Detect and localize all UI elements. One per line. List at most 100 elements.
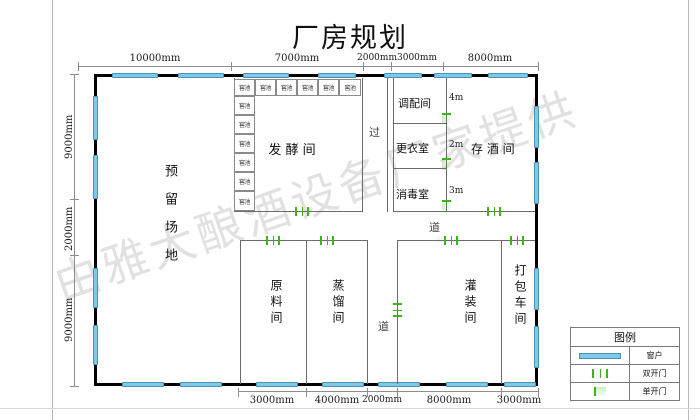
room-label-distillery: 蒸馏间 bbox=[331, 279, 345, 327]
outer-wall-right bbox=[535, 74, 538, 386]
partition-bottomblock-top-2 bbox=[397, 240, 535, 241]
partition-raw-distill bbox=[306, 240, 307, 384]
pit-left-5: 窖池 bbox=[234, 172, 255, 191]
dim-tick-top-0 bbox=[78, 62, 79, 71]
dim-line-bottom bbox=[238, 391, 538, 392]
single-door-symbol-icon bbox=[571, 383, 630, 400]
outer-wall-bottom bbox=[94, 383, 538, 386]
legend-heading: 图例 bbox=[614, 331, 636, 344]
dim-tick-bottom-2 bbox=[367, 388, 368, 397]
dim-label-top-1: 10000mm bbox=[129, 53, 181, 64]
window-left-2 bbox=[93, 155, 98, 199]
pit-left-6: 窖池 bbox=[234, 191, 255, 211]
room-label-reserved: 预留场地 bbox=[162, 164, 177, 276]
dim-tick-bottom-3 bbox=[397, 388, 398, 397]
partition-smallrooms-left bbox=[393, 78, 394, 212]
window-left-3 bbox=[93, 268, 98, 308]
dim-tick-left-1 bbox=[70, 199, 79, 200]
door-filling-west bbox=[393, 303, 402, 317]
pit-top-5: 窖池 bbox=[318, 79, 339, 96]
window-bottom-6 bbox=[446, 382, 488, 387]
dim-line-left bbox=[74, 74, 75, 386]
door-raw-material-north bbox=[266, 236, 280, 245]
window-top-6 bbox=[434, 73, 472, 78]
window-top-4 bbox=[318, 73, 356, 78]
corridor-label-top: 过 bbox=[369, 126, 380, 139]
dim-label-left-1: 9000mm bbox=[64, 114, 75, 160]
window-bottom-4 bbox=[322, 382, 364, 387]
window-top-5 bbox=[384, 73, 422, 78]
outer-wall-top bbox=[94, 74, 538, 77]
inner-dim-blending: 4m bbox=[449, 93, 464, 103]
partition-bottomblock-top-1 bbox=[240, 240, 367, 241]
room-label-packing: 打包车间 bbox=[513, 264, 527, 328]
window-right-2 bbox=[534, 162, 539, 204]
dim-tick-top-4 bbox=[443, 62, 444, 71]
door-liquor-store-south bbox=[487, 207, 501, 216]
partition-filling-left bbox=[397, 240, 398, 384]
window-top-7 bbox=[488, 73, 528, 78]
double-door-symbol-icon bbox=[571, 365, 630, 382]
pit-top-4: 窖池 bbox=[297, 79, 318, 96]
dim-label-top-2: 7000mm bbox=[274, 53, 320, 64]
dim-line-top bbox=[78, 66, 538, 67]
window-left-1 bbox=[93, 96, 98, 140]
window-bottom-2 bbox=[180, 382, 222, 387]
pit-top-6: 窖池 bbox=[339, 79, 361, 96]
window-right-1 bbox=[534, 106, 539, 148]
legend-box: 图例 窗户 双开门 单开门 bbox=[570, 327, 680, 401]
room-label-changing: 更衣室 bbox=[396, 142, 429, 155]
window-bottom-5 bbox=[378, 382, 420, 387]
legend-label-double-door: 双开门 bbox=[642, 369, 667, 378]
door-fermentation-south bbox=[295, 207, 309, 216]
frame-line-left bbox=[52, 0, 53, 420]
pit-top-2: 窖池 bbox=[255, 79, 276, 96]
partition-toprooms-bottom bbox=[393, 211, 535, 212]
dim-tick-top-3 bbox=[391, 62, 392, 71]
room-label-fermentation: 发 酵 间 bbox=[268, 143, 316, 158]
room-label-sterilize: 消毒室 bbox=[396, 188, 429, 201]
partition-bottomblock-left bbox=[240, 240, 241, 384]
pit-left-4: 窖池 bbox=[234, 153, 255, 172]
partition-smallrooms-right bbox=[446, 78, 447, 212]
dim-tick-top-5 bbox=[538, 62, 539, 71]
dim-label-left-2: 2000mm bbox=[64, 206, 75, 252]
window-bottom-1 bbox=[122, 382, 164, 387]
legend-label-single-door: 单开门 bbox=[642, 387, 667, 396]
door-distillery-north bbox=[320, 236, 334, 245]
dim-tick-bottom-5 bbox=[538, 388, 539, 397]
pit-left-3: 窖池 bbox=[234, 134, 255, 153]
dim-tick-left-2 bbox=[70, 255, 79, 256]
window-right-4 bbox=[534, 326, 539, 368]
pit-top-1: 窖池 bbox=[234, 79, 255, 96]
dim-label-bottom-3: 2000mm bbox=[362, 395, 402, 405]
frame-line-bottom bbox=[0, 408, 700, 409]
window-top-1 bbox=[112, 73, 158, 78]
room-label-raw-material: 原料间 bbox=[269, 279, 283, 327]
dim-label-bottom-5: 3000mm bbox=[496, 395, 542, 406]
door-sterilize bbox=[442, 200, 451, 210]
dim-label-bottom-2: 4000mm bbox=[314, 395, 360, 406]
pit-left-1: 窖池 bbox=[234, 96, 255, 115]
dim-tick-left-3 bbox=[70, 386, 79, 387]
dim-tick-bottom-1 bbox=[306, 388, 307, 397]
door-changing bbox=[442, 158, 451, 168]
partition-blending-bottom bbox=[393, 123, 446, 124]
legend-row-double-door: 双开门 bbox=[571, 364, 679, 382]
dim-tick-top-2 bbox=[363, 62, 364, 71]
dim-tick-bottom-0 bbox=[238, 388, 239, 397]
legend-row-window: 窗户 bbox=[571, 346, 679, 364]
door-filling-north bbox=[444, 236, 458, 245]
room-label-blending: 调配间 bbox=[398, 97, 431, 110]
pit-left-2: 窖池 bbox=[234, 115, 255, 134]
legend-label-window: 窗户 bbox=[646, 351, 663, 360]
dim-label-top-5: 8000mm bbox=[467, 53, 513, 64]
dim-tick-bottom-4 bbox=[501, 388, 502, 397]
window-symbol-icon bbox=[571, 347, 630, 364]
corridor-label-bottom: 道 bbox=[378, 320, 389, 333]
pit-top-3: 窖池 bbox=[276, 79, 297, 96]
watermark-text: 由雅大酿酒设备厂家提供 bbox=[47, 81, 585, 312]
partition-filling-packing bbox=[501, 240, 502, 384]
window-top-2 bbox=[178, 73, 224, 78]
